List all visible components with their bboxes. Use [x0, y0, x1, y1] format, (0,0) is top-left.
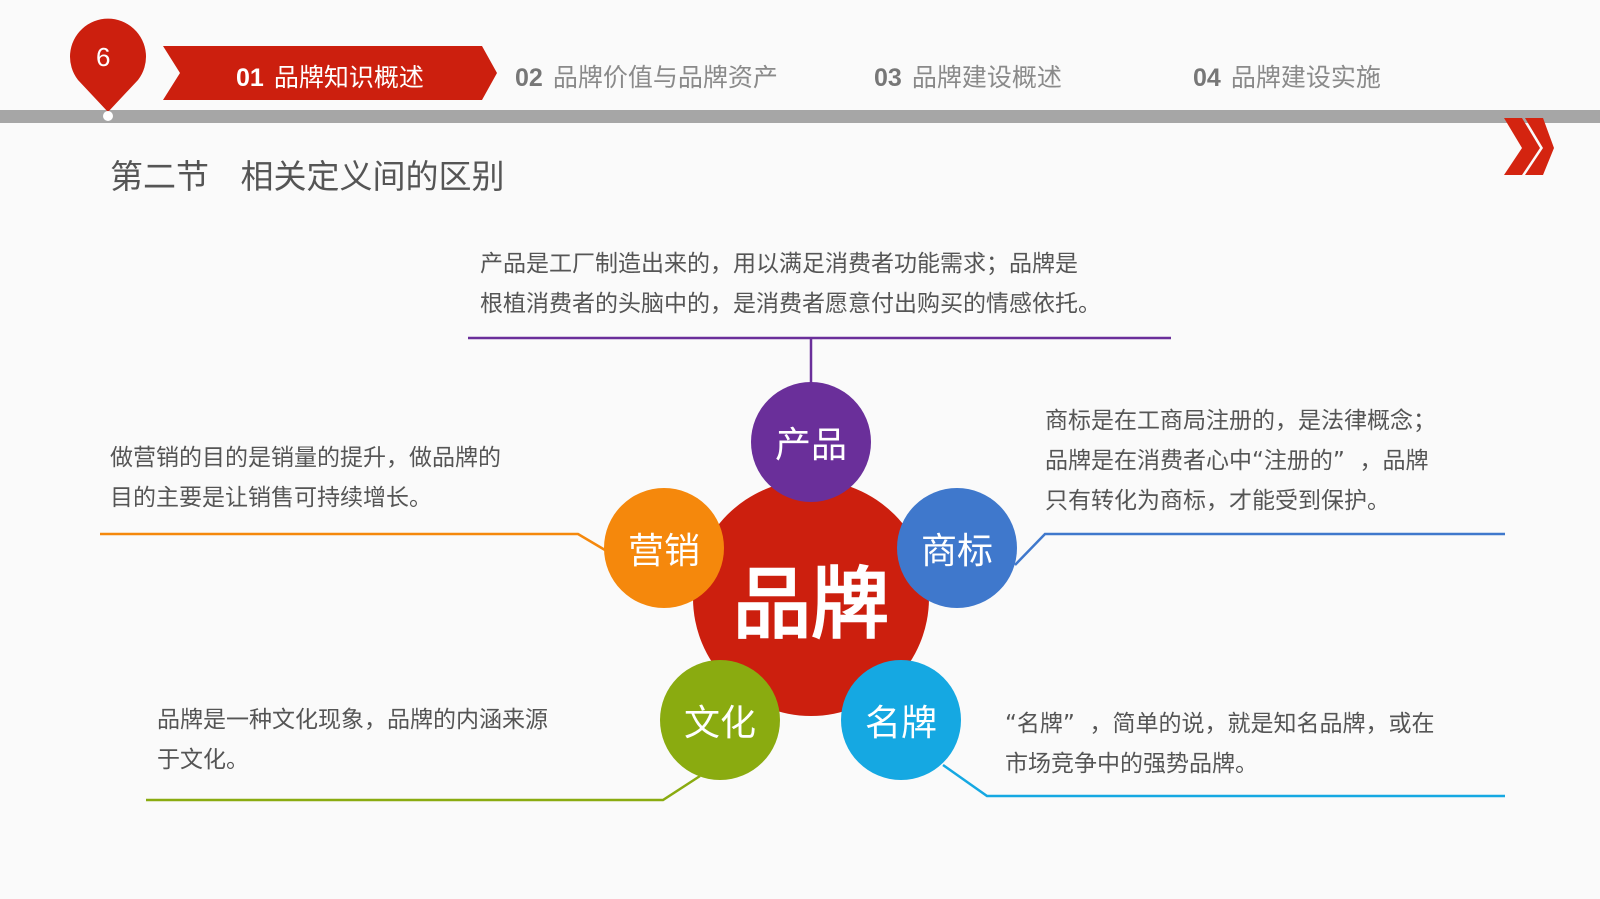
orange-connector: [100, 532, 606, 552]
trademark-circle: [897, 488, 1017, 608]
marketing-circle: [604, 488, 724, 608]
green-connector: [146, 774, 701, 802]
famous-brand-description: “名牌” ，简单的说，就是知名品牌，或在市场竞争中的强势品牌。: [1005, 711, 1435, 777]
culture-circle: [660, 660, 780, 780]
culture-description: 品牌是一种文化现象，品牌的内涵来源于文化。: [157, 707, 548, 773]
header-divider: [0, 110, 1600, 123]
marketing-description: 做营销的目的是销量的提升，做品牌的目的主要是让销售可持续增长。: [110, 445, 501, 511]
page-number: 6: [96, 42, 111, 72]
product-circle: [751, 382, 871, 502]
next-chevron-icon: [1504, 118, 1554, 175]
trademark-description: 商标是在工商局注册的，是法律概念；品牌是在消费者心中“注册的” ，品牌只有转化为…: [1045, 408, 1436, 514]
product-description: 产品是工厂制造出来的，用以满足消费者功能需求；品牌是根植消费者的头脑中的，是消费…: [480, 251, 1101, 317]
cyan-connector: [942, 763, 1505, 798]
pin-dot: [103, 111, 113, 121]
active-tab-banner: [163, 46, 497, 100]
center-label: 品牌: [732, 560, 890, 650]
famous-brand-circle: [841, 660, 961, 780]
brand-center-circle: [693, 480, 929, 716]
section-title: 第二节 相关定义间的区别: [110, 157, 505, 196]
page-pin-icon: [70, 18, 146, 112]
trademark-label: 商标: [920, 531, 994, 572]
famous-brand-label: 名牌: [864, 703, 938, 744]
marketing-label: 营销: [627, 531, 701, 572]
product-label: 产品: [774, 425, 848, 466]
purple-connector: [468, 336, 1171, 383]
culture-label: 文化: [683, 703, 757, 744]
blue-connector: [1014, 532, 1505, 566]
